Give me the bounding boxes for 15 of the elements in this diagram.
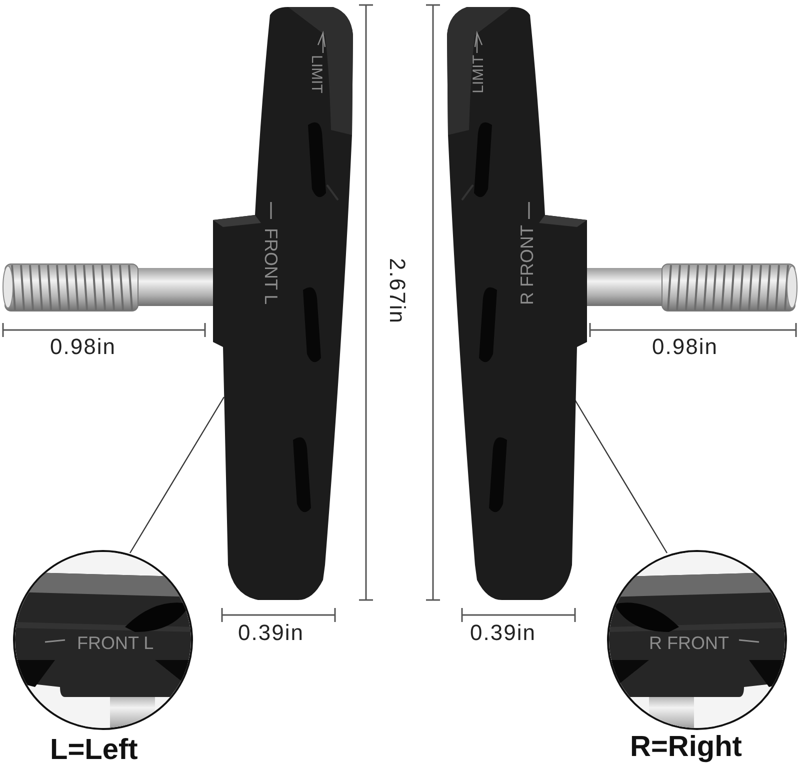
dimension-label: 0.39in bbox=[238, 622, 304, 644]
engraved-text: R FRONT bbox=[649, 634, 729, 652]
engraved-text: FRONT L bbox=[262, 228, 280, 305]
key-caption: L=Left bbox=[50, 736, 138, 765]
engraved-text: FRONT L bbox=[77, 634, 154, 652]
dimension-label: 0.98in bbox=[652, 336, 718, 358]
leader-line bbox=[129, 396, 225, 554]
dimension-label: 0.39in bbox=[470, 622, 536, 644]
dimension-label: 2.67in bbox=[386, 258, 408, 324]
engraved-text: LIMIT bbox=[471, 55, 486, 94]
engraved-text: LIMIT bbox=[309, 55, 324, 94]
engraved-text: R FRONT bbox=[518, 225, 536, 305]
dimension-label: 0.98in bbox=[50, 336, 116, 358]
leader-line bbox=[574, 400, 668, 554]
key-caption: R=Right bbox=[630, 733, 742, 762]
